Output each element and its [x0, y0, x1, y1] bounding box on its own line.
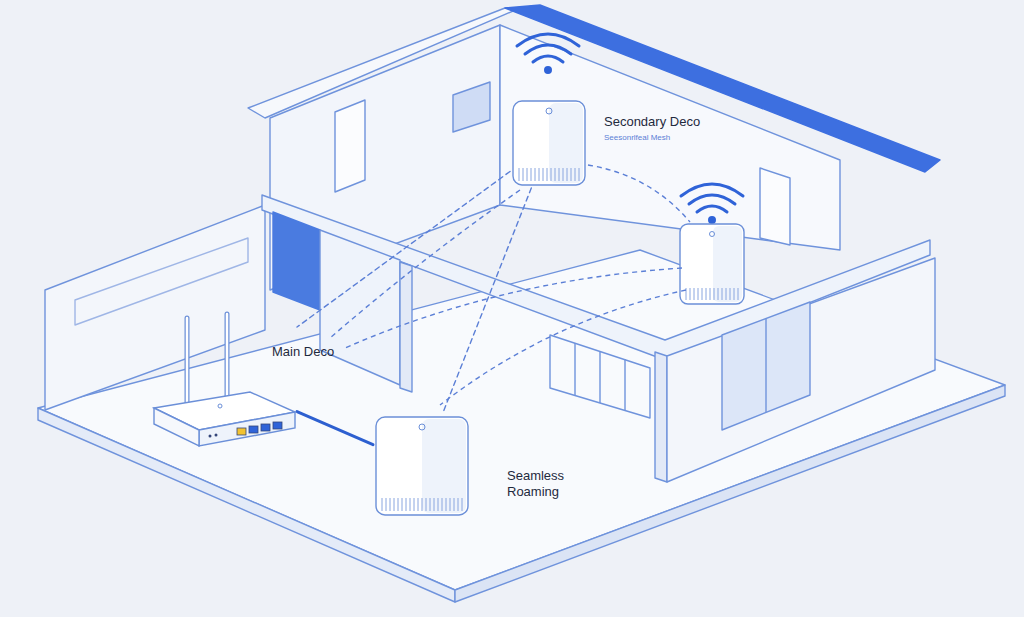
- deco-led: [546, 108, 552, 114]
- door: [760, 168, 790, 245]
- router-side: [154, 408, 199, 446]
- window: [722, 302, 810, 430]
- deco-led: [710, 232, 715, 237]
- router-outline: [152, 312, 297, 448]
- device-label: Seamless Roaming: [507, 468, 587, 500]
- cabinet-line: [599, 351, 600, 403]
- deco-shade: [549, 103, 583, 183]
- device-sublabel: Seesonrlfeal Mesh: [604, 133, 670, 143]
- deco-unit: Secondary DecoSeesonrlfeal Mesh: [510, 98, 588, 188]
- deco-led: [419, 424, 425, 430]
- antenna: [225, 314, 230, 398]
- wifi-arc: [697, 206, 727, 212]
- lan-port: [261, 424, 270, 431]
- blue-panel: [273, 212, 320, 310]
- device-label: Main Deco: [272, 344, 334, 360]
- antenna-core: [186, 318, 189, 404]
- lan-port: [237, 428, 246, 435]
- deco-shade: [422, 419, 466, 513]
- wifi-arc: [681, 184, 743, 196]
- wall-panel: [75, 238, 248, 325]
- antenna-core: [226, 314, 229, 398]
- mesh-link: [440, 290, 686, 405]
- deco-unit: Seamless Roaming: [373, 414, 471, 518]
- status-led: [209, 435, 212, 438]
- wifi-dot: [710, 218, 715, 223]
- cabinet: [550, 335, 650, 418]
- wifi-arc: [525, 45, 571, 54]
- deco-vents: [519, 168, 579, 181]
- antenna: [185, 318, 190, 404]
- roof-eave: [248, 8, 520, 118]
- router-unit: Main Deco: [152, 312, 297, 448]
- mesh-link: [330, 190, 520, 338]
- mesh-link: [588, 165, 690, 222]
- router-led: [218, 404, 222, 408]
- deco-body: [680, 224, 744, 304]
- deco-vents: [686, 288, 738, 300]
- mesh-link: [442, 188, 531, 414]
- deco-vents: [382, 498, 462, 511]
- wifi-symbols: [517, 34, 743, 223]
- window: [453, 82, 490, 132]
- ethernet-cable: [297, 412, 373, 445]
- wifi-arc: [517, 34, 579, 46]
- door: [335, 100, 365, 192]
- house-structure: [38, 5, 1005, 602]
- router-front: [199, 412, 295, 446]
- left-wall: [45, 205, 265, 410]
- column: [655, 352, 667, 482]
- deco-unit: [680, 224, 744, 304]
- mesh-link: [345, 268, 682, 348]
- wifi-arc: [689, 195, 735, 204]
- device-label: Secondary Deco: [604, 114, 700, 130]
- mesh-link: [297, 171, 510, 327]
- window-bar: [765, 318, 766, 412]
- deco-outline: [373, 414, 471, 518]
- deco-body: [513, 101, 585, 185]
- wifi-dot: [546, 68, 551, 73]
- column: [400, 262, 412, 392]
- mesh-links: [330, 165, 690, 405]
- deco-outline: [510, 98, 588, 188]
- status-led: [215, 434, 218, 437]
- wifi-arc: [533, 56, 563, 62]
- cabinet-line: [624, 359, 625, 411]
- ground-door: [320, 230, 400, 385]
- cabinet-line: [574, 343, 575, 396]
- deco-body: [376, 417, 468, 515]
- lan-port: [249, 426, 258, 433]
- lan-port: [273, 422, 282, 429]
